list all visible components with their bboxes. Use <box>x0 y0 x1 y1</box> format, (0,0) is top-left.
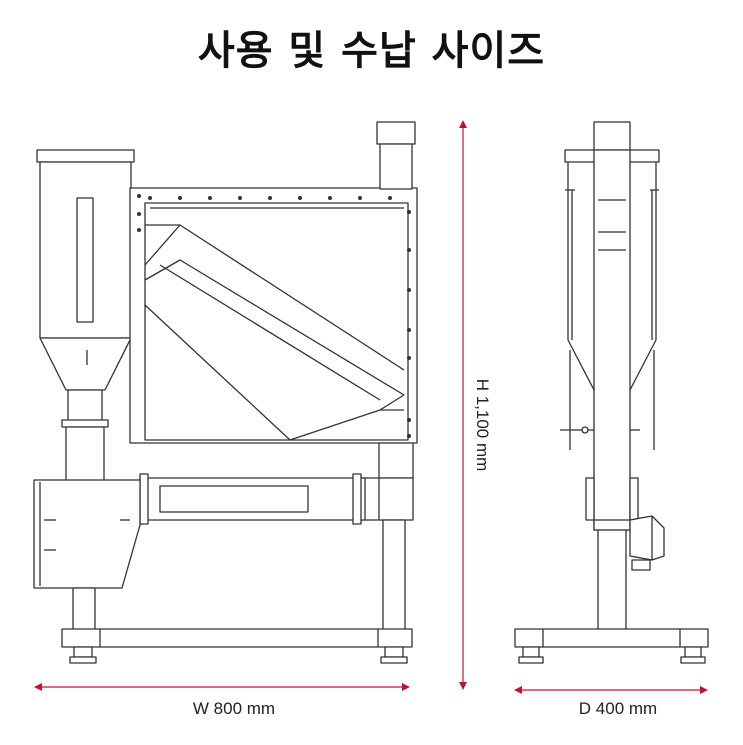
return-pipe <box>359 442 414 521</box>
side-view <box>514 121 709 664</box>
front-legs <box>72 519 406 631</box>
exhaust-stack <box>376 121 416 190</box>
collection-box <box>33 479 141 589</box>
depth-dimension-arrow <box>514 686 708 694</box>
width-label: W 800 mm <box>192 699 276 718</box>
motor <box>629 515 665 571</box>
height-label: H 1,100 mm <box>473 378 492 472</box>
front-base <box>61 628 413 664</box>
height-dimension-arrow <box>459 120 467 690</box>
front-view <box>33 121 418 664</box>
horizontal-duct <box>139 473 366 525</box>
depth-label: D 400 mm <box>578 699 658 718</box>
separator-box <box>129 187 418 444</box>
width-dimension-arrow <box>34 683 410 691</box>
hopper <box>36 149 135 428</box>
feed-pipe <box>65 426 105 483</box>
page-title: 사용 및 수납 사이즈 <box>197 28 546 74</box>
